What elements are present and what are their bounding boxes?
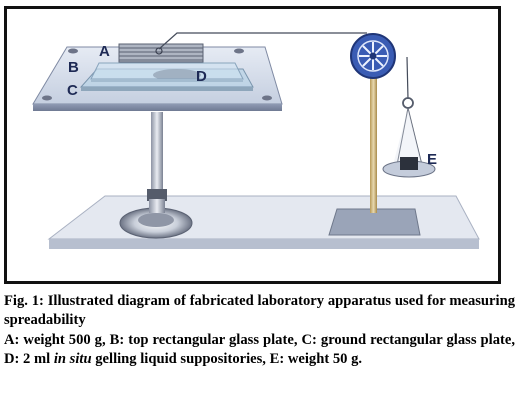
legend-text-1: A: weight 500 g, B: top rectangular glas… [4, 331, 515, 368]
pulley-post [328, 67, 421, 236]
apparatus-diagram: A B C D E [4, 6, 501, 284]
legend-italic: in situ [53, 351, 92, 368]
string [158, 32, 409, 100]
pulley-wheel [350, 33, 396, 79]
legend-text-2: gelling liquid suppositories, E: weight … [91, 351, 363, 368]
label-c: C [67, 82, 78, 99]
label-d: D [196, 68, 207, 85]
top-glass-plate [90, 62, 244, 82]
apparatus-svg: A B C D E [32, 32, 480, 249]
label-e: E [427, 151, 437, 168]
caption-title: Fig. 1: Illustrated diagram of fabricate… [4, 293, 515, 329]
figure-caption: Fig. 1: Illustrated diagram of fabricate… [4, 292, 515, 370]
stand-rod [147, 112, 167, 213]
label-a: A [99, 43, 110, 60]
caption-legend: A: weight 500 g, B: top rectangular glas… [4, 331, 515, 370]
weight-500g [118, 43, 204, 63]
hanging-pan [382, 97, 436, 178]
stand-foot [119, 207, 193, 239]
label-b: B [68, 59, 79, 76]
